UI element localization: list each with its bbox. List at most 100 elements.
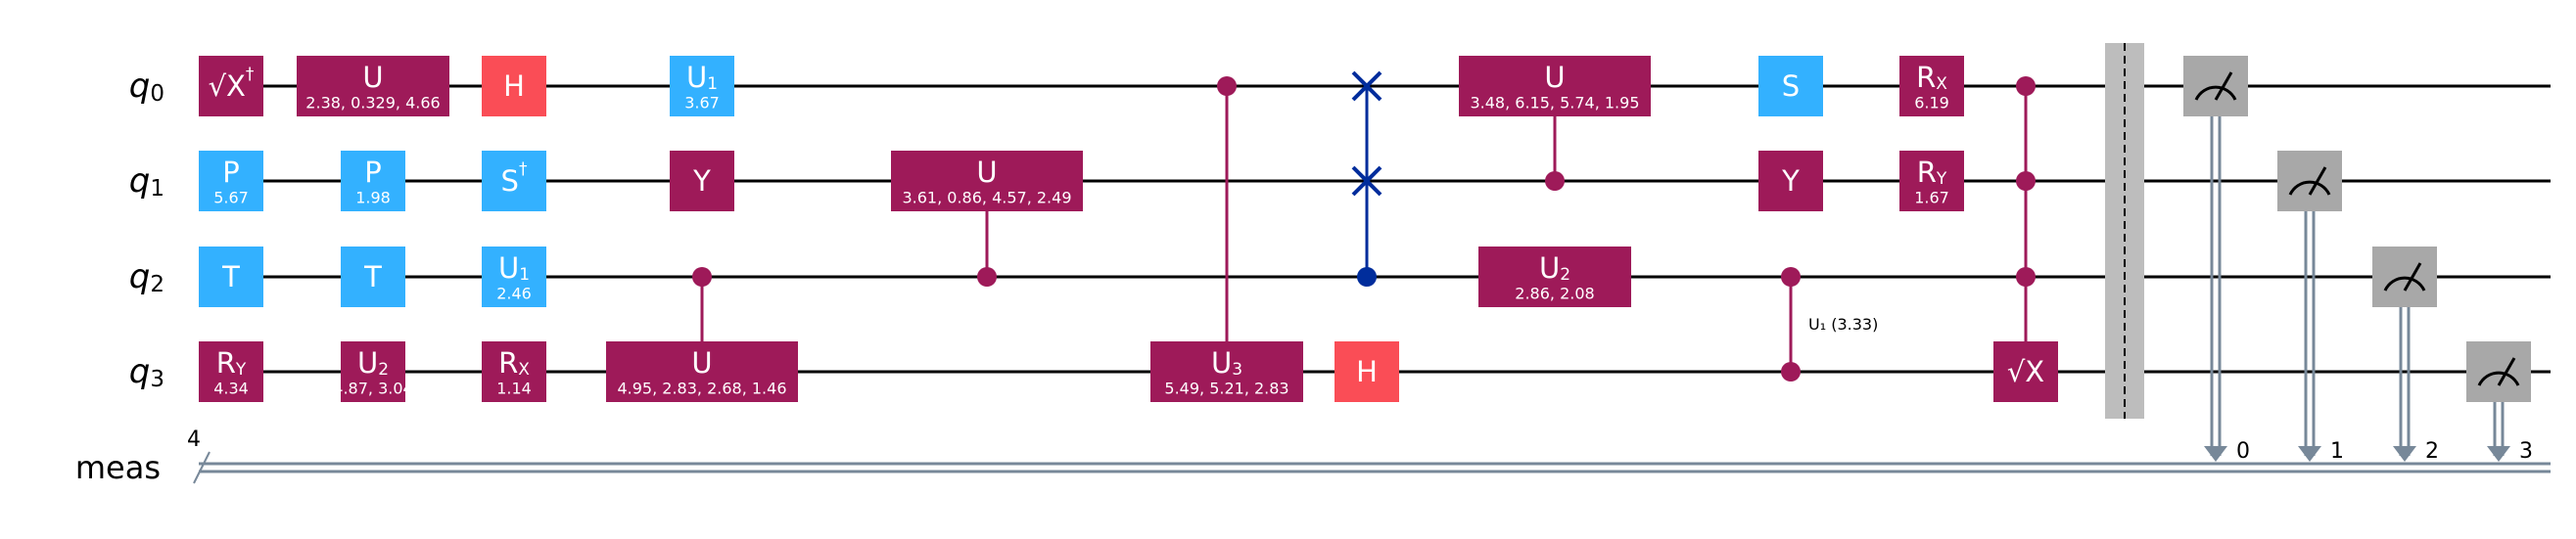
- measure-bit-index: 0: [2236, 439, 2250, 464]
- gate-params: 5.67: [213, 189, 249, 207]
- gate-params: 2.86, 2.08: [1515, 285, 1594, 303]
- gate-label: √X†: [209, 65, 255, 103]
- gate-box: [606, 341, 798, 402]
- gate-x: √X: [1993, 341, 2058, 402]
- control-dot: [977, 267, 997, 287]
- measure-bit-index: 1: [2330, 439, 2344, 464]
- gate-params: 6.19: [1914, 94, 1949, 112]
- gate-label: U2: [357, 346, 389, 380]
- gate-box: [199, 151, 263, 211]
- gate-label: RX: [1916, 61, 1947, 94]
- gate-box: [482, 151, 546, 211]
- gate-box: [482, 56, 546, 116]
- measure-bit-index: 2: [2425, 439, 2439, 464]
- register-slash: [193, 451, 211, 484]
- meter-arc: [2477, 371, 2520, 386]
- gate-box: [199, 341, 263, 402]
- gate-t: T: [341, 247, 405, 307]
- gate-params: 2.38, 0.329, 4.66: [305, 94, 440, 112]
- gate-u-1: U12.46: [482, 247, 546, 307]
- gate-y: Y: [1758, 151, 1823, 211]
- gate-u-2: U22.86, 2.08: [1478, 247, 1631, 307]
- gate-label: T: [221, 260, 240, 293]
- gate-p: P5.67: [199, 151, 263, 211]
- control-dot: [1217, 76, 1237, 96]
- gate-box: [670, 56, 734, 116]
- meter-arc: [2194, 85, 2237, 101]
- gate-h: H: [1335, 341, 1399, 402]
- swap-cross: [1351, 165, 1382, 197]
- meter-arc: [2383, 276, 2426, 292]
- gate-label: P: [364, 156, 382, 189]
- gate-u-3: U35.49, 5.21, 2.83: [1150, 341, 1303, 402]
- control-dot: [1357, 267, 1377, 287]
- meter-needle: [2403, 262, 2422, 292]
- measure-arrow: [2487, 446, 2510, 462]
- gate-label: RY: [216, 346, 247, 380]
- meter-needle: [2497, 357, 2516, 386]
- gate-h: H: [482, 56, 546, 116]
- gate-box: [891, 151, 1083, 211]
- gate-params: 4.87, 3.04: [333, 380, 412, 398]
- qubit-label: q1: [129, 161, 164, 202]
- gate-box: [199, 56, 263, 116]
- qubit-label: q2: [129, 257, 164, 297]
- gate-label: H: [503, 69, 525, 103]
- gate-params: 5.49, 5.21, 2.83: [1164, 380, 1288, 398]
- gate-label: U1: [686, 61, 718, 94]
- gate-box: [1758, 56, 1823, 116]
- gate-label: RY: [1917, 156, 1947, 189]
- qubit-label: q3: [129, 352, 164, 392]
- meter-arc: [2288, 180, 2331, 196]
- gate-s: S†: [482, 151, 546, 211]
- gate-y: Y: [670, 151, 734, 211]
- measure-gate: 2: [2372, 247, 2439, 464]
- measure-gate: 3: [2466, 341, 2533, 464]
- gate-label: U: [1544, 61, 1565, 94]
- gate-label: Y: [692, 164, 711, 198]
- gate-params: 1.14: [496, 380, 532, 398]
- gate-label: U2: [1539, 251, 1570, 285]
- gate-r-x: RX6.19: [1899, 56, 1964, 116]
- control-dot: [1545, 171, 1565, 191]
- gate-t: T: [199, 247, 263, 307]
- gate-box: [1993, 341, 2058, 402]
- gate-box: [1335, 341, 1399, 402]
- measure-gate: 0: [2183, 56, 2250, 464]
- gate-u: U3.48, 6.15, 5.74, 1.95: [1459, 56, 1651, 116]
- gate-label: S: [1782, 69, 1800, 103]
- gate-box: [1459, 56, 1651, 116]
- control-dot: [692, 267, 712, 287]
- gate-box: [1478, 247, 1631, 307]
- gate-box: [341, 341, 405, 402]
- swap-cross: [1351, 70, 1382, 102]
- gate-box: [1150, 341, 1303, 402]
- gate-box: [341, 151, 405, 211]
- gate-label: √X: [2007, 355, 2044, 388]
- gate-u: U4.95, 2.83, 2.68, 1.46: [606, 341, 798, 402]
- gate-box: [482, 247, 546, 307]
- gate-box: [297, 56, 449, 116]
- gate-params: 3.48, 6.15, 5.74, 1.95: [1470, 94, 1639, 112]
- gate-box: [341, 247, 405, 307]
- gate-box: [1899, 151, 1964, 211]
- measure-arrow: [2393, 446, 2416, 462]
- gate-u-1: U13.67: [670, 56, 734, 116]
- gate-label: U: [691, 346, 712, 380]
- gate-label: U3: [1211, 346, 1242, 380]
- cphase-annotation: U₁ (3.33): [1808, 315, 1878, 334]
- gate-params: 2.46: [496, 285, 532, 303]
- measure-arrow: [2298, 446, 2321, 462]
- meter-needle: [2214, 71, 2233, 101]
- meter-needle: [2308, 166, 2327, 196]
- gate-box: [482, 341, 546, 402]
- gate-params: 3.61, 0.86, 4.57, 2.49: [902, 189, 1071, 207]
- gate-params: 4.34: [213, 380, 249, 398]
- gate-r-x: RX1.14: [482, 341, 546, 402]
- gate-label: U: [362, 61, 383, 94]
- gate-box: [199, 247, 263, 307]
- gate-label: RX: [498, 346, 530, 380]
